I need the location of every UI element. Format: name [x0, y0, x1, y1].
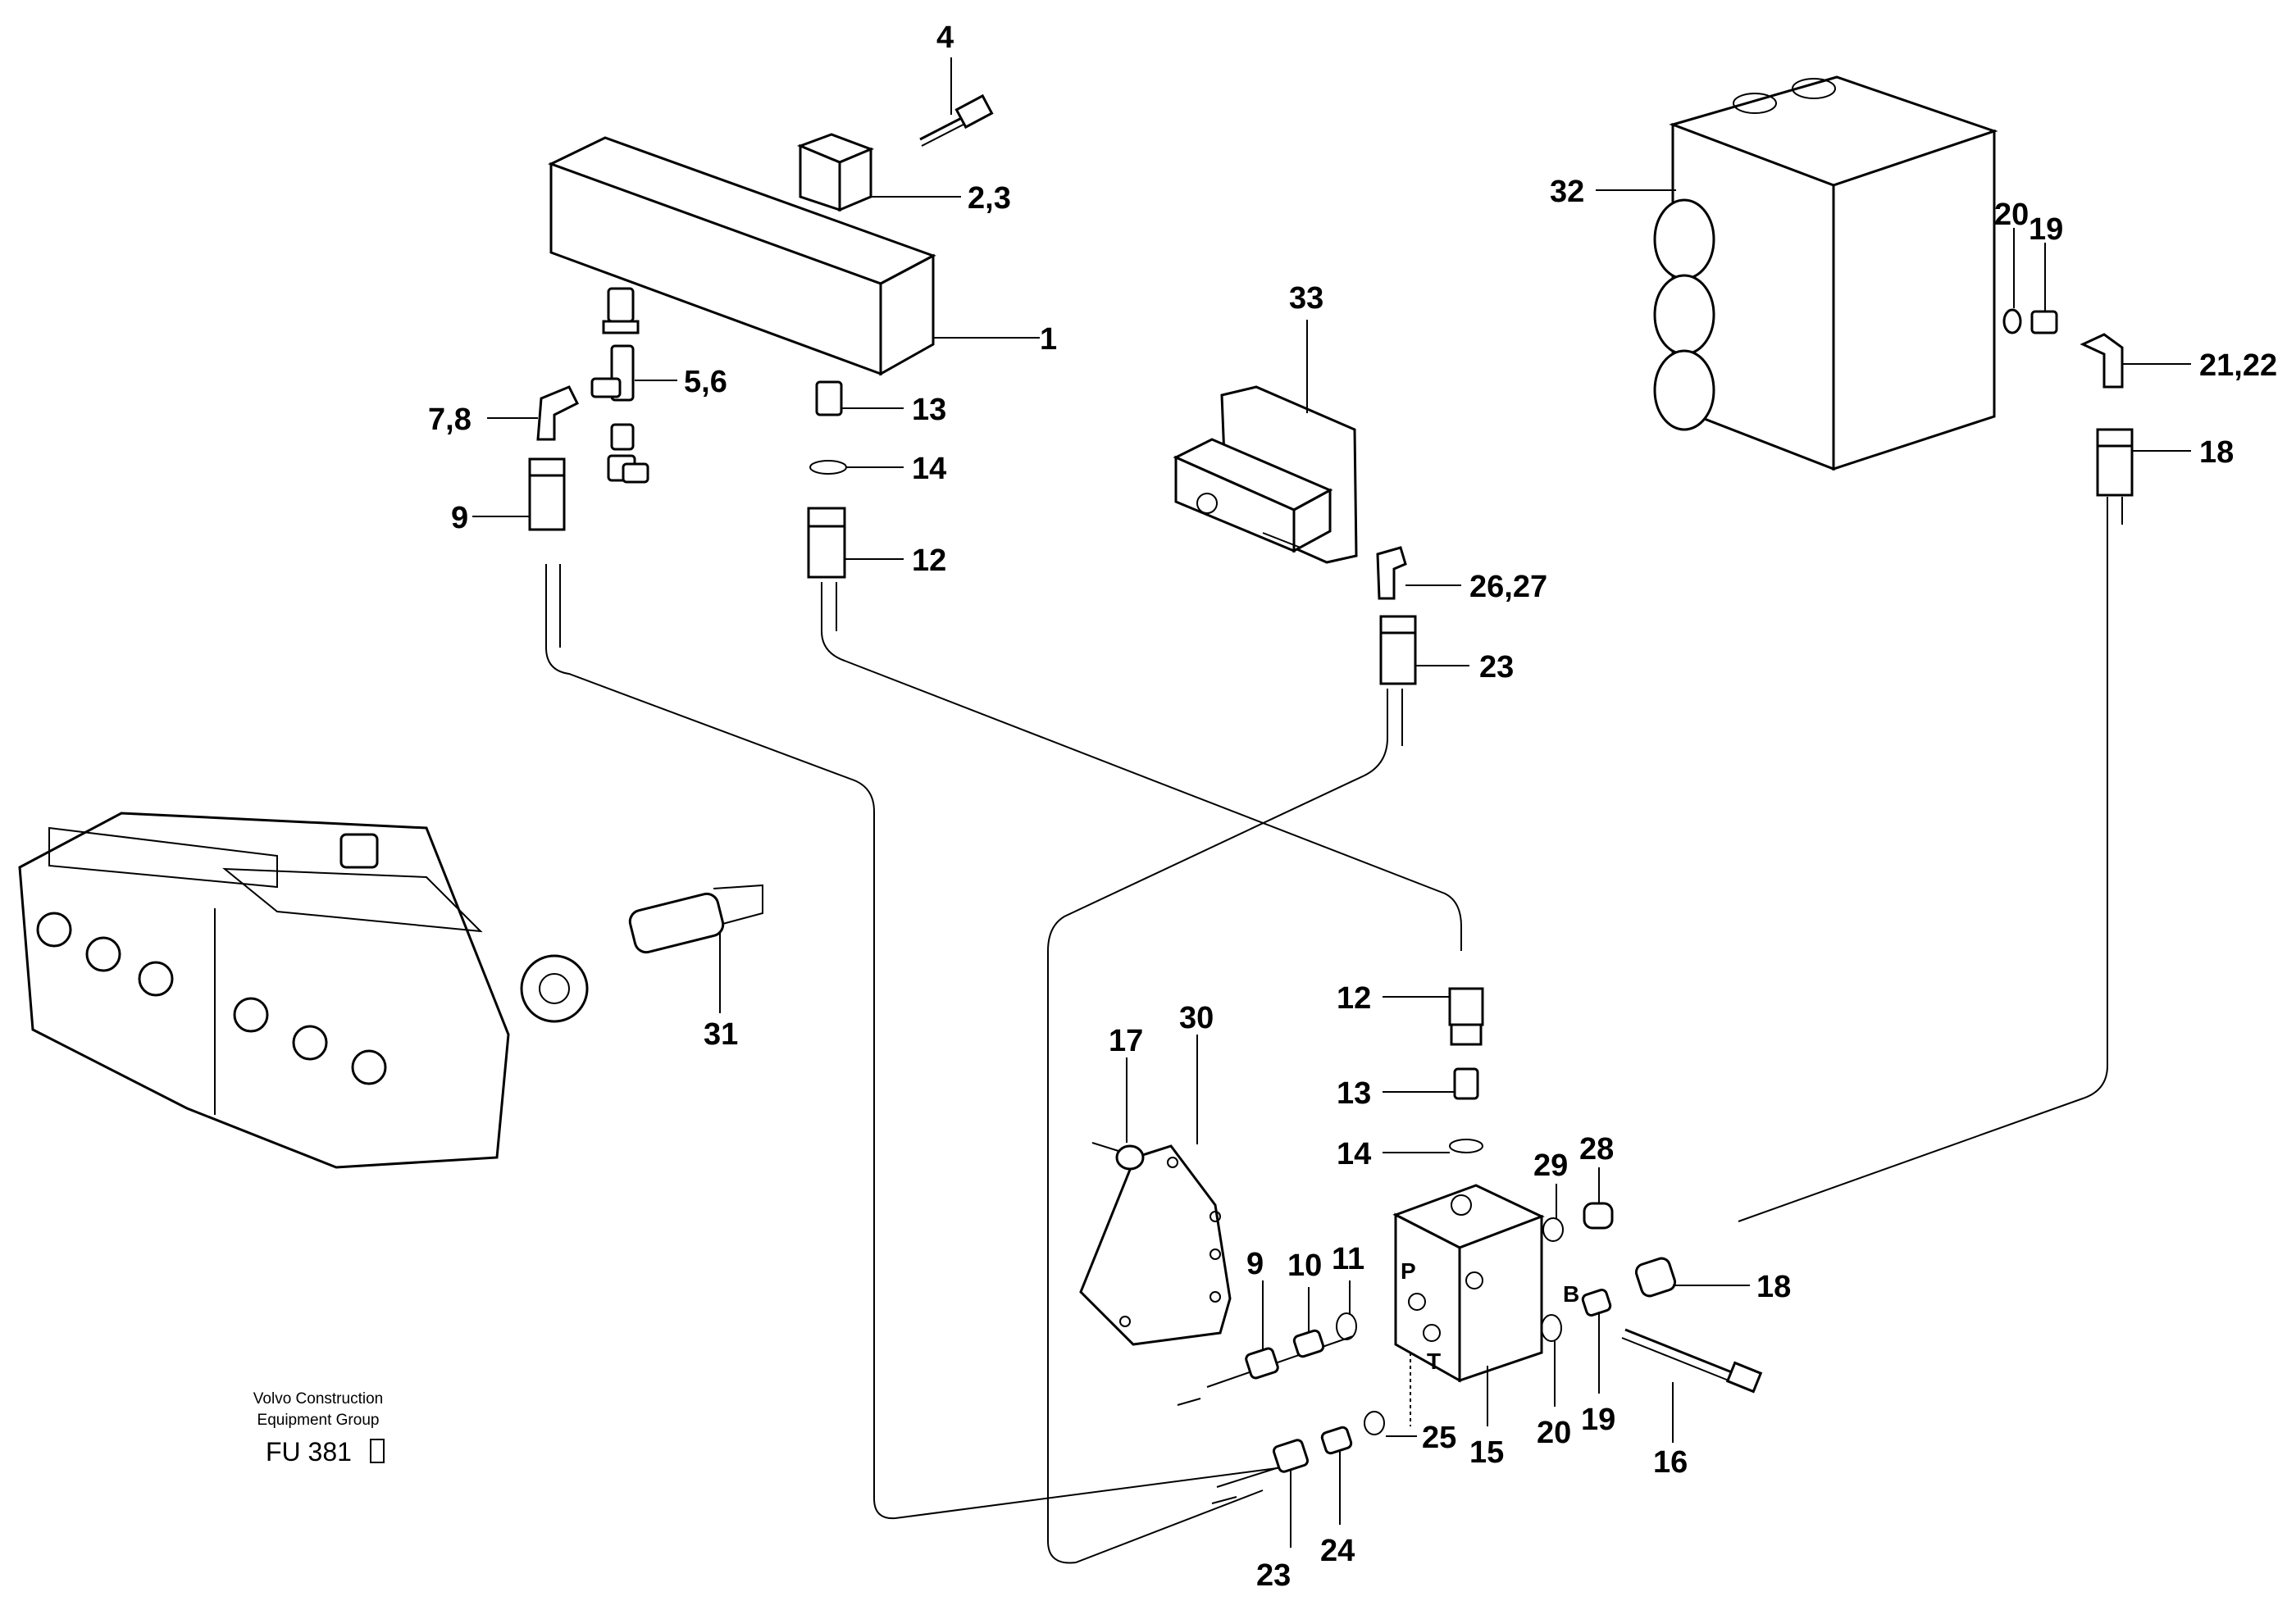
callout-24: 24: [1320, 1534, 1355, 1568]
plug-28-29: [1542, 1202, 1614, 1242]
callout-31: 31: [704, 1017, 738, 1052]
callout-19-lower: 19: [1581, 1403, 1615, 1437]
fitting-stack-5-6: [590, 287, 649, 484]
nut-17: [1091, 1142, 1145, 1171]
hose-23-lower: [1216, 1465, 1285, 1488]
callout-10: 10: [1287, 1248, 1322, 1283]
callout-13-top: 13: [912, 393, 946, 427]
bolt-16: [1621, 1328, 1763, 1394]
callout-21-22: 21,22: [2199, 348, 2277, 383]
callout-20-top: 20: [1994, 198, 2029, 232]
hose-left-9: [545, 564, 1296, 1520]
control-valve-32: [1653, 75, 1998, 471]
hose-end-23-top: [1379, 615, 1417, 685]
hose-23-upper: [1047, 689, 1388, 1564]
fittings-20-19-b: [1541, 1289, 1612, 1342]
callout-11: 11: [1332, 1242, 1364, 1276]
callout-13-lower: 13: [1337, 1076, 1371, 1111]
bolt-4: [919, 93, 994, 147]
callout-7-8: 7,8: [428, 402, 472, 437]
elbow-7-8: [536, 385, 580, 441]
callout-16: 16: [1653, 1445, 1688, 1480]
callout-14-top: 14: [912, 452, 946, 486]
callout-26-27: 26,27: [1469, 570, 1547, 604]
elbow-26-27: [1376, 546, 1407, 600]
footer-missing-glyph-box: [370, 1439, 385, 1463]
hose-18: [1738, 497, 2108, 1222]
footer-figure-code: FU 381: [266, 1437, 352, 1467]
callout-14-lower: 14: [1337, 1137, 1371, 1171]
fittings-25-24-23-lower: [1272, 1411, 1385, 1473]
hose-9-lower-b: [1177, 1398, 1201, 1406]
callout-28: 28: [1579, 1132, 1614, 1167]
footer-company-line1: Volvo Construction: [253, 1390, 383, 1408]
port-label-p: P: [1401, 1258, 1416, 1284]
hose-end-18-lower: [1634, 1257, 1677, 1298]
callout-29: 29: [1533, 1148, 1568, 1183]
leader-lines: [472, 57, 2191, 1548]
callout-labels: 4 2,3 1 5,6 7,8 9 13 14 12 33 26,27 23 3…: [428, 20, 2277, 1593]
callout-15: 15: [1469, 1435, 1504, 1470]
hose-12: [821, 582, 1462, 951]
callout-18-top: 18: [2199, 435, 2234, 470]
fittings-9-10-11-lower: [1245, 1312, 1357, 1380]
callout-23-lower: 23: [1256, 1558, 1291, 1593]
callout-33: 33: [1289, 281, 1323, 316]
plate-30: [1079, 1144, 1232, 1346]
block-15: [1392, 1184, 1545, 1426]
callout-1: 1: [1040, 322, 1057, 357]
port-label-b: B: [1563, 1281, 1579, 1307]
callout-9-lower: 9: [1246, 1247, 1264, 1281]
fitting-12-13-14-lower: [1448, 987, 1484, 1153]
callout-17: 17: [1109, 1024, 1143, 1058]
callout-18-lower: 18: [1756, 1270, 1791, 1304]
callout-20-lower: 20: [1537, 1416, 1571, 1450]
hose-routes: [545, 497, 2123, 1564]
callout-12-lower: 12: [1337, 981, 1371, 1016]
hose-end-18-top: [2096, 428, 2134, 497]
callout-5-6: 5,6: [684, 365, 727, 399]
callout-30: 30: [1179, 1001, 1214, 1035]
solenoid-33: [1173, 385, 1358, 564]
fittings-20-19-21-22: [2002, 308, 2124, 389]
hose-23-lower-b: [1211, 1496, 1237, 1504]
callout-19-top: 19: [2029, 212, 2063, 247]
block-1: [548, 133, 936, 376]
fitting-13-14-12-top: [807, 380, 847, 579]
callout-25: 25: [1422, 1421, 1456, 1455]
callout-2-3: 2,3: [968, 181, 1011, 216]
main-valve-31: [18, 812, 725, 1169]
callout-4: 4: [936, 20, 954, 55]
callout-23-top: 23: [1479, 650, 1514, 684]
hose-end-9-top: [528, 457, 566, 531]
port-label-t: T: [1427, 1348, 1441, 1374]
footer-company-line2: Equipment Group: [257, 1412, 380, 1429]
callout-9-top: 9: [451, 501, 468, 535]
hose-31: [713, 884, 763, 927]
footer: Volvo Construction Equipment Group FU 38…: [253, 1390, 385, 1467]
callout-32: 32: [1550, 175, 1584, 209]
port-labels: P T B: [1401, 1258, 1579, 1374]
callout-12-top: 12: [912, 543, 946, 578]
hose-9-lower: [1206, 1335, 1354, 1388]
